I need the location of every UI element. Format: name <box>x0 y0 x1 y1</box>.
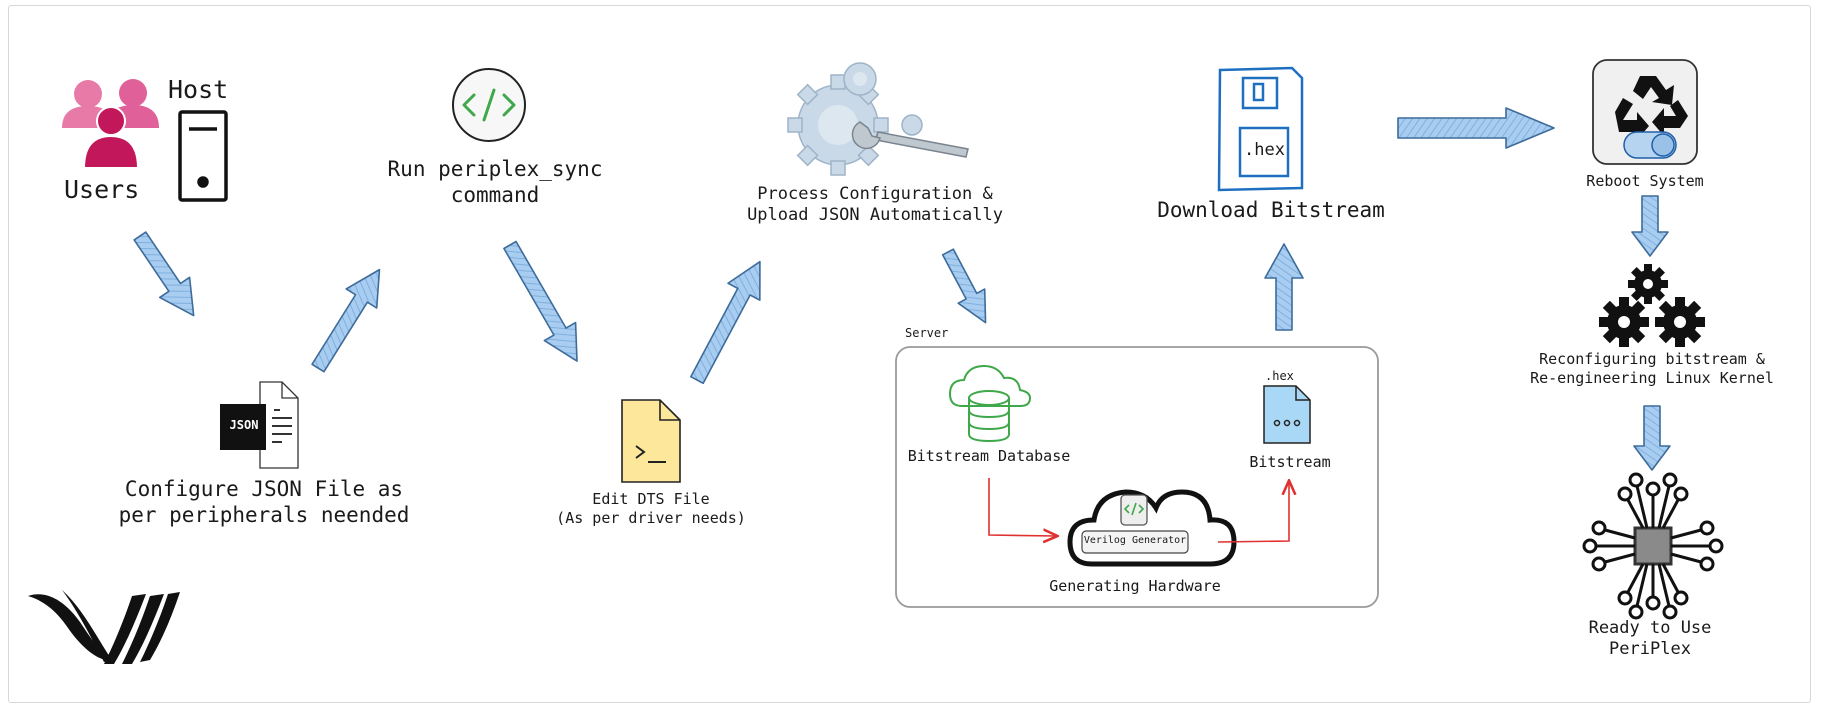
reboot-label: Reboot System <box>1586 172 1704 190</box>
generating-hardware-label: Generating Hardware <box>1049 577 1221 595</box>
edit-dts-label: Edit DTS File (As per driver needs) <box>531 490 771 528</box>
reconfig-line1: Reconfiguring bitstream & <box>1539 350 1765 368</box>
arrow-process-to-server <box>941 248 987 324</box>
gear-cluster-icon <box>1599 264 1705 347</box>
host-icon <box>178 110 228 202</box>
arrow-dts-to-process <box>690 260 761 385</box>
arrow-reboot-to-reconfig <box>1631 195 1669 257</box>
run-command-line1: Run periplex_sync <box>387 157 603 181</box>
run-command-line2: command <box>450 183 540 208</box>
users-icon <box>62 79 159 169</box>
configure-line1: Configure JSON File as <box>124 477 404 501</box>
hex-small-label: .hex <box>1265 369 1294 383</box>
cloud-generator-icon <box>1067 489 1237 567</box>
flow-arrows <box>133 107 1671 471</box>
ready-line2: PeriPlex <box>1609 639 1691 660</box>
verilog-generator-label: Verilog Generator <box>1083 535 1187 546</box>
arrow-reconfig-to-ready <box>1633 405 1671 471</box>
reconfig-label: Reconfiguring bitstream & Re-engineering… <box>1512 350 1792 388</box>
edit-dts-line1: Edit DTS File <box>592 490 710 508</box>
download-label: Download Bitstream <box>1157 198 1385 222</box>
server-label: Server <box>905 326 949 340</box>
terminal-file-icon <box>621 399 681 483</box>
floppy-icon <box>1217 66 1304 192</box>
arrow-users-to-json <box>133 231 195 317</box>
process-label: Process Configuration & Upload JSON Auto… <box>720 184 1030 227</box>
server-flow-lines <box>988 478 1289 542</box>
code-icon <box>452 68 526 142</box>
edit-dts-line2: (As per driver needs) <box>556 508 746 527</box>
arrow-server-to-download <box>1264 243 1304 331</box>
bitstream-label: Bitstream <box>1249 453 1331 471</box>
gears-icon <box>787 62 969 176</box>
diagram-frame <box>8 5 1811 703</box>
ready-label: Ready to Use PeriPlex <box>1570 618 1730 661</box>
run-command-label: Run periplex_sync command <box>360 156 630 209</box>
bitstream-database-label: Bitstream Database <box>907 447 1071 465</box>
cloud-database-icon <box>948 364 1032 443</box>
floppy-hex-label: .hex <box>1244 140 1285 160</box>
chip-icon <box>1582 472 1724 620</box>
process-line2: Upload JSON Automatically <box>747 205 1003 226</box>
process-line1: Process Configuration & <box>757 184 993 204</box>
configure-json-label: Configure JSON File as per peripherals n… <box>104 476 424 529</box>
host-label: Host <box>168 75 229 104</box>
recycle-icon <box>1592 59 1698 165</box>
configure-line2: per peripherals neended <box>118 503 410 528</box>
users-label: Users <box>64 175 140 204</box>
arrow-run-to-dts <box>503 240 578 362</box>
reconfig-line2: Re-engineering Linux Kernel <box>1530 368 1774 387</box>
hex-file-icon <box>1263 385 1311 444</box>
arrow-json-to-run <box>311 268 381 373</box>
json-file-icon <box>220 381 299 469</box>
json-badge: JSON <box>229 418 259 432</box>
arrow-download-to-reboot <box>1397 107 1555 149</box>
logo-icon <box>28 590 180 664</box>
ready-line1: Ready to Use <box>1588 618 1712 638</box>
